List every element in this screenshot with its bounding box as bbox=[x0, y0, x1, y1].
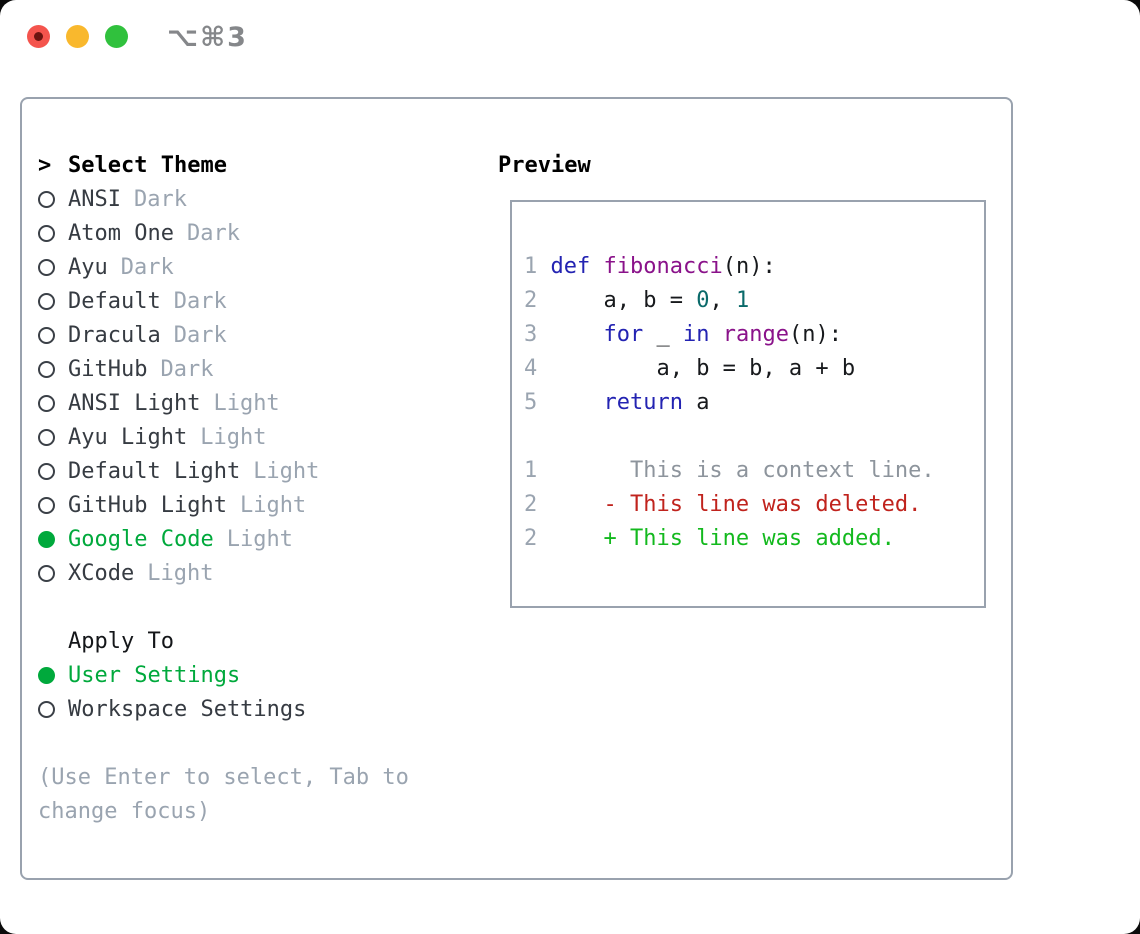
theme-option[interactable]: ANSI Light Light bbox=[38, 386, 409, 420]
theme-name: Google Code bbox=[68, 526, 214, 552]
help-text: change focus) bbox=[38, 798, 211, 824]
theme-option[interactable]: Atom One Dark bbox=[38, 216, 409, 250]
theme-variant: Dark bbox=[160, 356, 214, 382]
theme-variant: Light bbox=[213, 390, 280, 416]
theme-name: Ayu bbox=[68, 254, 108, 280]
code-line: 2 - This line was deleted. bbox=[524, 492, 922, 517]
radio-icon bbox=[38, 462, 55, 480]
theme-name: ANSI Light bbox=[68, 390, 201, 416]
radio-icon bbox=[38, 258, 55, 276]
theme-option[interactable]: Ayu Light Light bbox=[38, 420, 409, 454]
theme-name: GitHub bbox=[68, 356, 148, 382]
window-title: ⌥⌘3 bbox=[167, 21, 248, 53]
theme-variant: Dark bbox=[133, 186, 187, 212]
apply-to-option-name: Workspace Settings bbox=[68, 696, 307, 722]
theme-variant: Light bbox=[200, 424, 267, 450]
help-text-line-1: (Use Enter to select, Tab to bbox=[38, 760, 409, 794]
spacer-row bbox=[38, 726, 409, 760]
radio-icon bbox=[38, 224, 55, 242]
code-line: 3 for _ in range(n): bbox=[524, 322, 842, 347]
selected-radio-icon bbox=[38, 530, 55, 548]
theme-variant: Dark bbox=[120, 254, 174, 280]
preview-box: 1 def fibonacci(n): 2 a, b = 0, 1 3 for _ … bbox=[510, 200, 986, 608]
zoom-button[interactable] bbox=[105, 25, 128, 48]
radio-icon bbox=[38, 496, 55, 514]
radio-icon bbox=[38, 564, 55, 582]
spacer-row bbox=[38, 590, 409, 624]
theme-option[interactable]: ANSI Dark bbox=[38, 182, 409, 216]
theme-variant: Light bbox=[147, 560, 214, 586]
code-line: 5 return a bbox=[524, 390, 710, 415]
code-line: 1 This is a context line. bbox=[524, 458, 935, 483]
theme-variant: Dark bbox=[173, 288, 227, 314]
radio-icon bbox=[38, 360, 55, 378]
theme-option[interactable]: Ayu Dark bbox=[38, 250, 409, 284]
apply-to-header: Apply To bbox=[38, 624, 409, 658]
theme-variant: Light bbox=[253, 458, 320, 484]
preview-label: Preview bbox=[498, 152, 591, 178]
apply-to-options: User Settings Workspace Settings bbox=[38, 658, 409, 726]
apply-to-option[interactable]: Workspace Settings bbox=[38, 692, 409, 726]
theme-option[interactable]: GitHub Dark bbox=[38, 352, 409, 386]
theme-variant: Light bbox=[239, 492, 307, 518]
code-line: 4 a, b = b, a + b bbox=[524, 356, 856, 381]
radio-icon bbox=[38, 394, 55, 412]
theme-option[interactable]: GitHub Light Light bbox=[38, 488, 409, 522]
selected-radio-icon bbox=[38, 666, 55, 684]
theme-option[interactable]: Google Code Light bbox=[38, 522, 409, 556]
minimize-button[interactable] bbox=[66, 25, 89, 48]
code-line bbox=[524, 420, 984, 454]
apply-to-label: Apply To bbox=[68, 628, 174, 654]
code-line: 2 + This line was added. bbox=[524, 526, 895, 551]
theme-name: Default Light bbox=[68, 458, 241, 484]
close-dot-icon bbox=[34, 32, 43, 41]
radio-icon bbox=[38, 700, 55, 718]
theme-name: XCode bbox=[68, 560, 135, 586]
code-preview: 1 def fibonacci(n): 2 a, b = 0, 1 3 for _ … bbox=[512, 202, 984, 556]
radio-icon bbox=[38, 292, 55, 310]
theme-name: Default bbox=[68, 288, 161, 314]
select-theme-header: > Select Theme bbox=[38, 148, 409, 182]
select-theme-label: Select Theme bbox=[68, 152, 227, 178]
theme-list: > Select Theme ANSI Dark Atom One Dark A… bbox=[38, 148, 409, 828]
apply-to-option-name: User Settings bbox=[68, 662, 241, 688]
theme-name: ANSI bbox=[68, 186, 121, 212]
theme-options: ANSI Dark Atom One Dark Ayu Dark Default… bbox=[38, 182, 409, 590]
focus-pointer-icon: > bbox=[38, 152, 52, 178]
theme-option[interactable]: Default Dark bbox=[38, 284, 409, 318]
theme-name: Dracula bbox=[68, 322, 161, 348]
close-button[interactable] bbox=[27, 25, 50, 48]
apply-to-option[interactable]: User Settings bbox=[38, 658, 409, 692]
theme-variant: Dark bbox=[173, 322, 227, 348]
radio-icon bbox=[38, 326, 55, 344]
radio-icon bbox=[38, 190, 55, 208]
theme-name: Ayu Light bbox=[68, 424, 188, 450]
theme-option[interactable]: Dracula Dark bbox=[38, 318, 409, 352]
theme-variant: Dark bbox=[186, 220, 240, 246]
theme-name: GitHub Light bbox=[68, 492, 227, 518]
theme-selector-panel: > Select Theme ANSI Dark Atom One Dark A… bbox=[20, 97, 1013, 880]
code-line: 1 def fibonacci(n): bbox=[524, 254, 776, 279]
theme-option[interactable]: Default Light Light bbox=[38, 454, 409, 488]
theme-option[interactable]: XCode Light bbox=[38, 556, 409, 590]
theme-variant: Light bbox=[226, 526, 293, 552]
radio-icon bbox=[38, 428, 55, 446]
help-text-line-2: change focus) bbox=[38, 794, 409, 828]
theme-name: Atom One bbox=[68, 220, 174, 246]
help-text: (Use Enter to select, Tab to bbox=[38, 764, 409, 790]
code-line: 2 a, b = 0, 1 bbox=[524, 288, 750, 313]
